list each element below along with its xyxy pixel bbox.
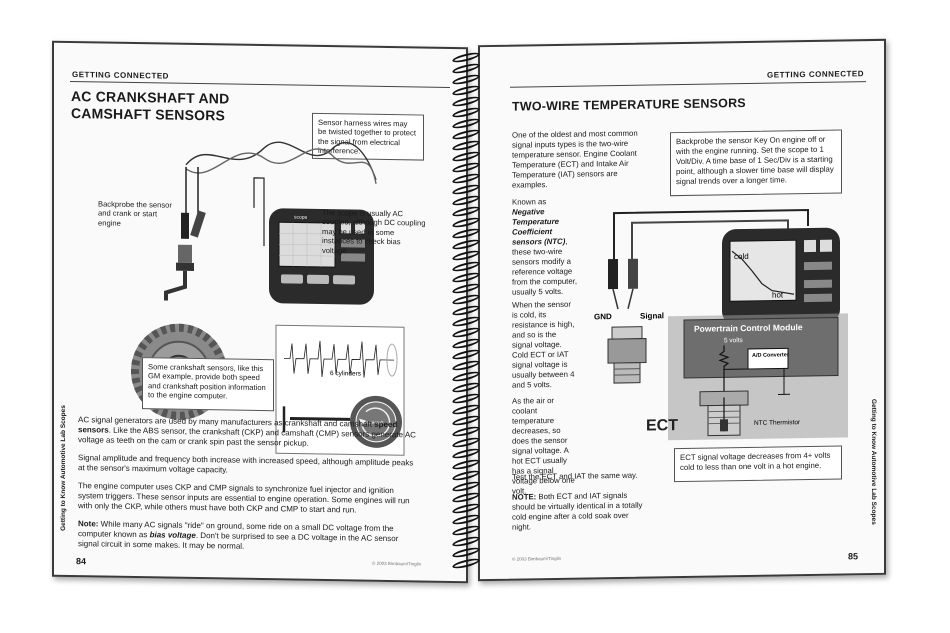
binding-coil xyxy=(451,424,481,439)
crank-callout: Some crankshaft sensors, like this GM ex… xyxy=(142,357,274,412)
cold-label: cold xyxy=(734,252,749,261)
left-copyright: © 2003 Bimbaum/Tinglin xyxy=(372,560,422,567)
binding-coil xyxy=(451,501,481,516)
right-header-rule xyxy=(510,81,866,88)
right-paragraph-1: One of the oldest and most common signal… xyxy=(512,128,638,190)
ect-thermistor-icon xyxy=(699,390,749,437)
binding-coil xyxy=(451,402,481,417)
binding-coil xyxy=(451,237,481,252)
binding-coil xyxy=(451,336,481,351)
cylinders-label: 6 cylinders xyxy=(330,370,362,377)
scope-brand-label: scope xyxy=(294,215,308,221)
binding-coil xyxy=(451,193,481,208)
binding-coil xyxy=(451,435,481,450)
binding-coil xyxy=(451,314,481,329)
left-page: GETTING CONNECTED AC CRANKSHAFT AND CAMS… xyxy=(52,40,468,584)
binding-coil xyxy=(451,380,481,395)
binding-coil xyxy=(451,369,481,384)
adc-label: A/D Converter xyxy=(752,352,790,359)
right-note: NOTE: Both ECT and IAT signals should be… xyxy=(512,490,643,532)
reluctor-wheel-icon: Crankshaft xyxy=(350,395,402,448)
binding-coil xyxy=(451,391,481,406)
backprobe-callout: Backprobe the sensor Key On engine off o… xyxy=(670,129,842,197)
binding-coil xyxy=(451,182,481,197)
binding-coil xyxy=(451,72,481,87)
left-header: GETTING CONNECTED xyxy=(72,70,169,81)
binding-coil xyxy=(451,556,481,571)
binding-coil xyxy=(451,545,481,560)
binding-coil xyxy=(451,160,481,175)
temperature-sensor-icon xyxy=(607,326,647,384)
left-paragraph-1: AC signal generators are used by many ma… xyxy=(78,415,416,448)
binding-coil xyxy=(451,303,481,318)
pcm-box xyxy=(683,317,839,379)
binding-coil xyxy=(451,248,481,263)
gnd-probe-icon xyxy=(608,259,618,290)
ect-label: ECT xyxy=(646,417,678,435)
binding-coil xyxy=(451,534,481,549)
ect-sensor-diagram: GND Signal cold hot Powertrain Control M… xyxy=(594,209,848,442)
right-page: GETTING CONNECTED TWO-WIRE TEMPERATURE S… xyxy=(478,38,886,582)
pcm-title: Powertrain Control Module xyxy=(694,322,803,334)
left-page-number: 84 xyxy=(76,556,87,567)
ect-callout: ECT signal voltage decreases from 4+ vol… xyxy=(674,445,842,483)
binding-coil xyxy=(451,61,481,76)
right-page-number: 85 xyxy=(847,551,858,562)
backprobe-text: Backprobe the sensor and crank or start … xyxy=(98,199,172,228)
binding-coil xyxy=(451,490,481,505)
binding-coil xyxy=(451,479,481,494)
binding-coil xyxy=(451,226,481,241)
binding-coil xyxy=(451,457,481,472)
scope-ac-text: The scope is usually AC coupled, althoug… xyxy=(322,207,426,256)
binding-coil xyxy=(451,105,481,120)
resistor-icon xyxy=(718,345,730,406)
binding-coil xyxy=(451,94,481,109)
binding-coil xyxy=(451,512,481,527)
right-side-tab: Getting to Know Automotive Lab Scopes xyxy=(870,398,877,525)
thermistor-label: NTC Thermistor xyxy=(754,419,801,427)
right-copyright: © 2003 Bimbaum/Tinglin xyxy=(512,555,562,562)
right-paragraph-2: Known as Negative Temperature Coefficien… xyxy=(512,197,578,297)
binding-coil xyxy=(451,270,481,285)
spiral-binding xyxy=(448,50,488,584)
binding-coil xyxy=(451,149,481,164)
binding-coil xyxy=(451,259,481,274)
crankshaft-label: Crankshaft xyxy=(364,420,384,425)
signal-label: Signal xyxy=(640,311,664,320)
binding-coil xyxy=(451,468,481,483)
signal-probe-icon xyxy=(628,258,638,289)
binding-coil xyxy=(451,215,481,230)
right-scope-device-icon xyxy=(722,227,840,326)
binding-coil xyxy=(451,138,481,153)
right-header: GETTING CONNECTED xyxy=(767,69,864,80)
binding-coil xyxy=(451,358,481,373)
right-paragraph-3: When the sensor is cold, its resistance … xyxy=(512,299,575,390)
binding-coil xyxy=(451,281,481,296)
binding-coil xyxy=(451,347,481,362)
binding-coil xyxy=(451,446,481,461)
left-header-rule xyxy=(70,81,450,88)
probe-lead-icon xyxy=(181,212,189,239)
binding-coil xyxy=(451,127,481,142)
binding-coil xyxy=(451,171,481,186)
binding-coil xyxy=(451,325,481,340)
left-note: Note: While many AC signals "ride" on gr… xyxy=(78,519,399,551)
binding-coil xyxy=(451,292,481,307)
left-paragraph-2: Signal amplitude and frequency both incr… xyxy=(78,453,414,475)
left-paragraph-3: The engine computer uses CKP and CMP sig… xyxy=(78,481,410,515)
binding-coil xyxy=(451,413,481,428)
left-side-tab: Getting to Know Automotive Lab Scopes xyxy=(60,405,67,531)
binding-coil xyxy=(451,204,481,219)
pcm-volts: 5 volts xyxy=(724,337,744,344)
hot-label: hot xyxy=(772,290,784,299)
binding-coil xyxy=(451,523,481,538)
right-title: TWO-WIRE TEMPERATURE SENSORS xyxy=(512,95,746,114)
right-paragraph-5: Test the ECT and IAT the same way. xyxy=(512,470,638,482)
binding-coil xyxy=(451,116,481,131)
gnd-label: GND xyxy=(594,312,612,321)
binding-coil xyxy=(451,83,481,98)
scope-device-icon xyxy=(269,208,374,305)
